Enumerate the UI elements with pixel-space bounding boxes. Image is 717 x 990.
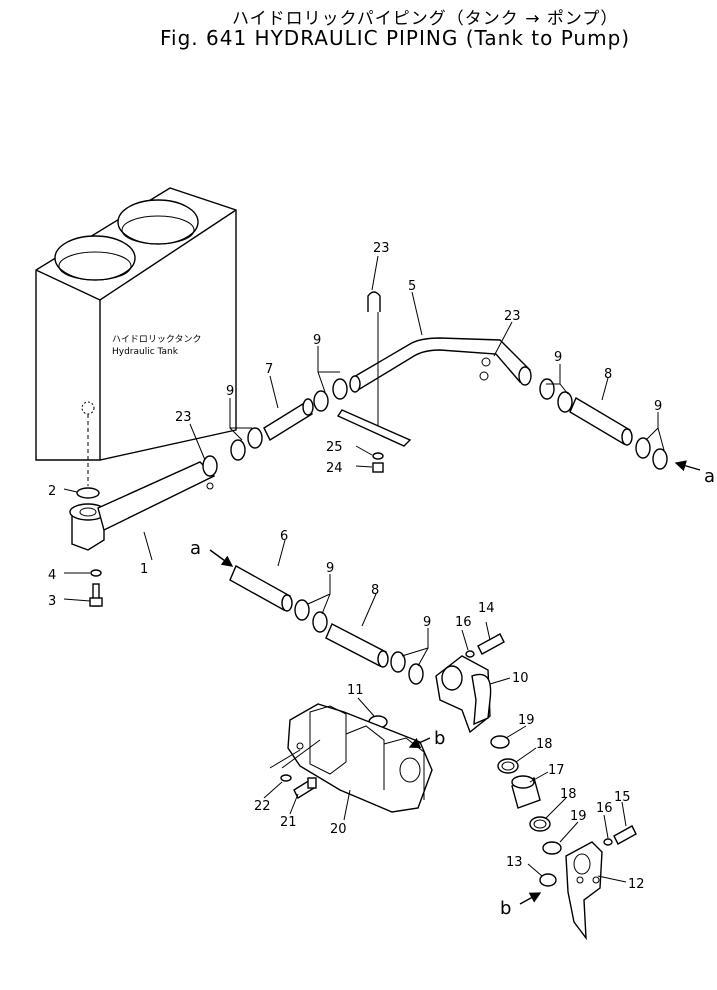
hydraulic-tank: ハイドロリックタンク Hydraulic Tank	[35, 187, 237, 486]
callout-10: 10	[512, 671, 529, 686]
callout-19-upper: 19	[518, 713, 535, 728]
figure-title: Fig. 641 HYDRAULIC PIPING (Tank to Pump)	[160, 26, 631, 50]
hose-17	[511, 775, 541, 809]
callout-15: 15	[614, 790, 631, 805]
connector-b-upper: b	[434, 728, 445, 749]
callout-5: 5	[408, 279, 416, 294]
callout-11: 11	[347, 683, 364, 698]
washer-22	[280, 774, 292, 782]
seal-19-lower	[542, 841, 562, 855]
callout-9-d: 9	[654, 399, 662, 414]
callout-8-lower: 8	[371, 583, 379, 598]
clamps-upper-right	[539, 378, 668, 470]
callout-19-lower: 19	[570, 809, 587, 824]
flange-12	[565, 841, 603, 941]
callout-23-top: 23	[373, 241, 390, 256]
callout-2: 2	[48, 484, 56, 499]
nut-24	[372, 462, 384, 473]
callout-17: 17	[548, 763, 565, 778]
callout-24: 24	[326, 461, 343, 476]
callout-22: 22	[254, 799, 271, 814]
connector-b-lower: b	[500, 898, 511, 919]
suction-pipe	[69, 455, 218, 551]
callout-9-a: 9	[226, 384, 234, 399]
callout-20: 20	[330, 822, 347, 837]
clamps-lower-left	[294, 599, 424, 685]
callout-18-upper: 18	[536, 737, 553, 752]
leader-lines	[63, 255, 665, 883]
hose-6	[229, 565, 293, 612]
hose-8-lower	[325, 623, 389, 668]
washer-16-lower	[603, 838, 613, 846]
callout-23-left: 23	[175, 410, 192, 425]
o-ring-2	[76, 487, 100, 499]
pipe-5	[349, 337, 532, 393]
connector-a-lower: a	[190, 538, 201, 559]
bolt-3	[89, 583, 103, 607]
callout-14: 14	[478, 601, 495, 616]
bolt-14	[477, 633, 505, 655]
u-bolt-23	[367, 291, 381, 430]
bracket-plate	[336, 409, 412, 447]
callout-9-b: 9	[313, 333, 321, 348]
bolt-15	[613, 825, 637, 845]
elbow-10	[435, 655, 492, 734]
clamps-upper-left	[230, 378, 348, 461]
callout-labels: 1 2 3 4 5 6 7 8 8 9 9 9 9 9 9 10 11 12 1…	[48, 241, 662, 892]
hydraulic-pump-20	[287, 703, 433, 813]
callout-16-upper: 16	[455, 615, 472, 630]
seal-19-upper	[490, 735, 510, 749]
callout-1: 1	[140, 562, 148, 577]
callout-9-c: 9	[554, 350, 562, 365]
clamp-18-lower	[529, 816, 551, 832]
callout-16-lower: 16	[596, 801, 613, 816]
clamp-18-upper	[497, 758, 519, 774]
callout-18-lower: 18	[560, 787, 577, 802]
callout-9-f: 9	[423, 615, 431, 630]
washer-25	[372, 452, 384, 460]
connector-a-upper: a	[704, 466, 715, 487]
washer-16-upper	[465, 650, 475, 658]
tank-label: Hydraulic Tank	[112, 347, 179, 357]
callout-8-upper: 8	[604, 367, 612, 382]
callout-12: 12	[628, 877, 645, 892]
tank-label-japanese: ハイドロリックタンク	[112, 334, 201, 345]
callout-23-right: 23	[504, 309, 521, 324]
hose-7	[263, 398, 314, 441]
callout-13: 13	[506, 855, 523, 870]
bolt-21	[293, 777, 317, 800]
washer-4	[90, 569, 102, 577]
callout-21: 21	[280, 815, 297, 830]
callout-7: 7	[265, 362, 273, 377]
callout-6: 6	[280, 529, 288, 544]
callout-9-e: 9	[326, 561, 334, 576]
callout-25: 25	[326, 440, 343, 455]
callout-3: 3	[48, 594, 56, 609]
hose-8-upper	[569, 396, 633, 446]
figure-title-japanese: ハイドロリックパイピング（タンク → ポンプ）	[232, 9, 619, 29]
o-ring-13	[539, 873, 557, 887]
connector-labels: a a b b	[190, 466, 715, 919]
callout-4: 4	[48, 568, 56, 583]
